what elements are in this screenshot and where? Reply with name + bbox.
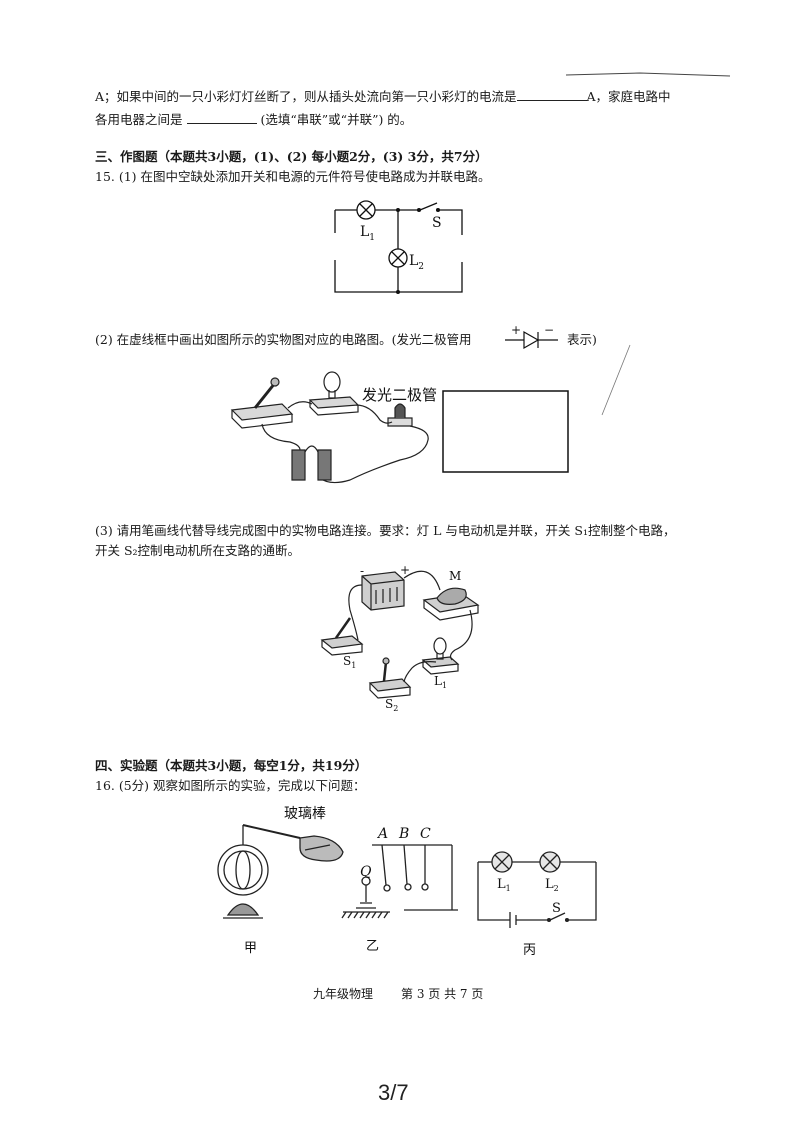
led-caption: 发光二极管 (362, 386, 437, 404)
svg-text:C: C (420, 826, 431, 842)
svg-text:−: − (544, 323, 554, 337)
svg-text:A: A (376, 826, 388, 842)
caption-yi: 乙 (366, 939, 379, 954)
lamp-l1-label: L1 (360, 224, 375, 243)
answer-blank[interactable] (516, 88, 587, 101)
answer-blank[interactable] (186, 111, 257, 124)
question-15-1: 15. (1) 在图中空缺处添加开关和电源的元件符号使电路成为并联电路。 (95, 169, 491, 184)
caption-jia: 甲 (244, 941, 257, 956)
svg-text:+: + (511, 323, 521, 337)
svg-text:B: B (398, 826, 409, 842)
svg-text:+: + (400, 563, 410, 577)
lamp-l1-label: L1 (497, 877, 511, 893)
question-15-2: (2) 在虚线框中画出如图所示的实物图对应的电路图。(发光二极管用 (95, 332, 472, 347)
question-15-3-line-1: (3) 请用笔画线代替导线完成图中的实物电路连接。要求：灯 L 与电动机是并联，… (95, 523, 676, 538)
page-counter: 3/7 (378, 1080, 409, 1105)
question-15-3-line-2: 开关 S₂控制电动机所在支路的通断。 (95, 543, 301, 558)
section-4-heading: 四、实验题（本题共3小题，每空1分，共19分） (95, 758, 368, 773)
switch-s-label: S (552, 901, 561, 916)
question-15-2-tail: 表示) (567, 332, 597, 347)
lamp-l2-label: L2 (545, 877, 559, 893)
section-3-heading: 三、作图题（本题共3小题，(1)、(2) 每小题2分，(3) 3分，共7分） (95, 149, 488, 164)
switch-s2-label: S2 (385, 697, 398, 713)
question-16: 16. (5分) 观察如图所示的实验，完成以下问题： (95, 778, 366, 793)
glass-rod-label: 玻璃棒 (284, 805, 326, 822)
switch-s-label: S (432, 215, 442, 231)
question-14-line-2: 各用电器之间是(选填“串联”或“并联”) 的。 (95, 111, 413, 127)
motor-m-label: M (449, 569, 461, 583)
lamp-l1-label: L1 (434, 674, 447, 690)
svg-text:Q: Q (360, 864, 372, 880)
footer-page: 第 3 页 共 7 页 (401, 987, 484, 1001)
footer-subject: 九年级物理 (313, 987, 374, 1001)
lamp-l2-label: L2 (409, 253, 424, 272)
svg-text:-: - (360, 564, 364, 578)
caption-bing: 丙 (523, 943, 536, 958)
drawing-box[interactable] (442, 390, 569, 473)
switch-s1-label: S1 (343, 654, 356, 670)
